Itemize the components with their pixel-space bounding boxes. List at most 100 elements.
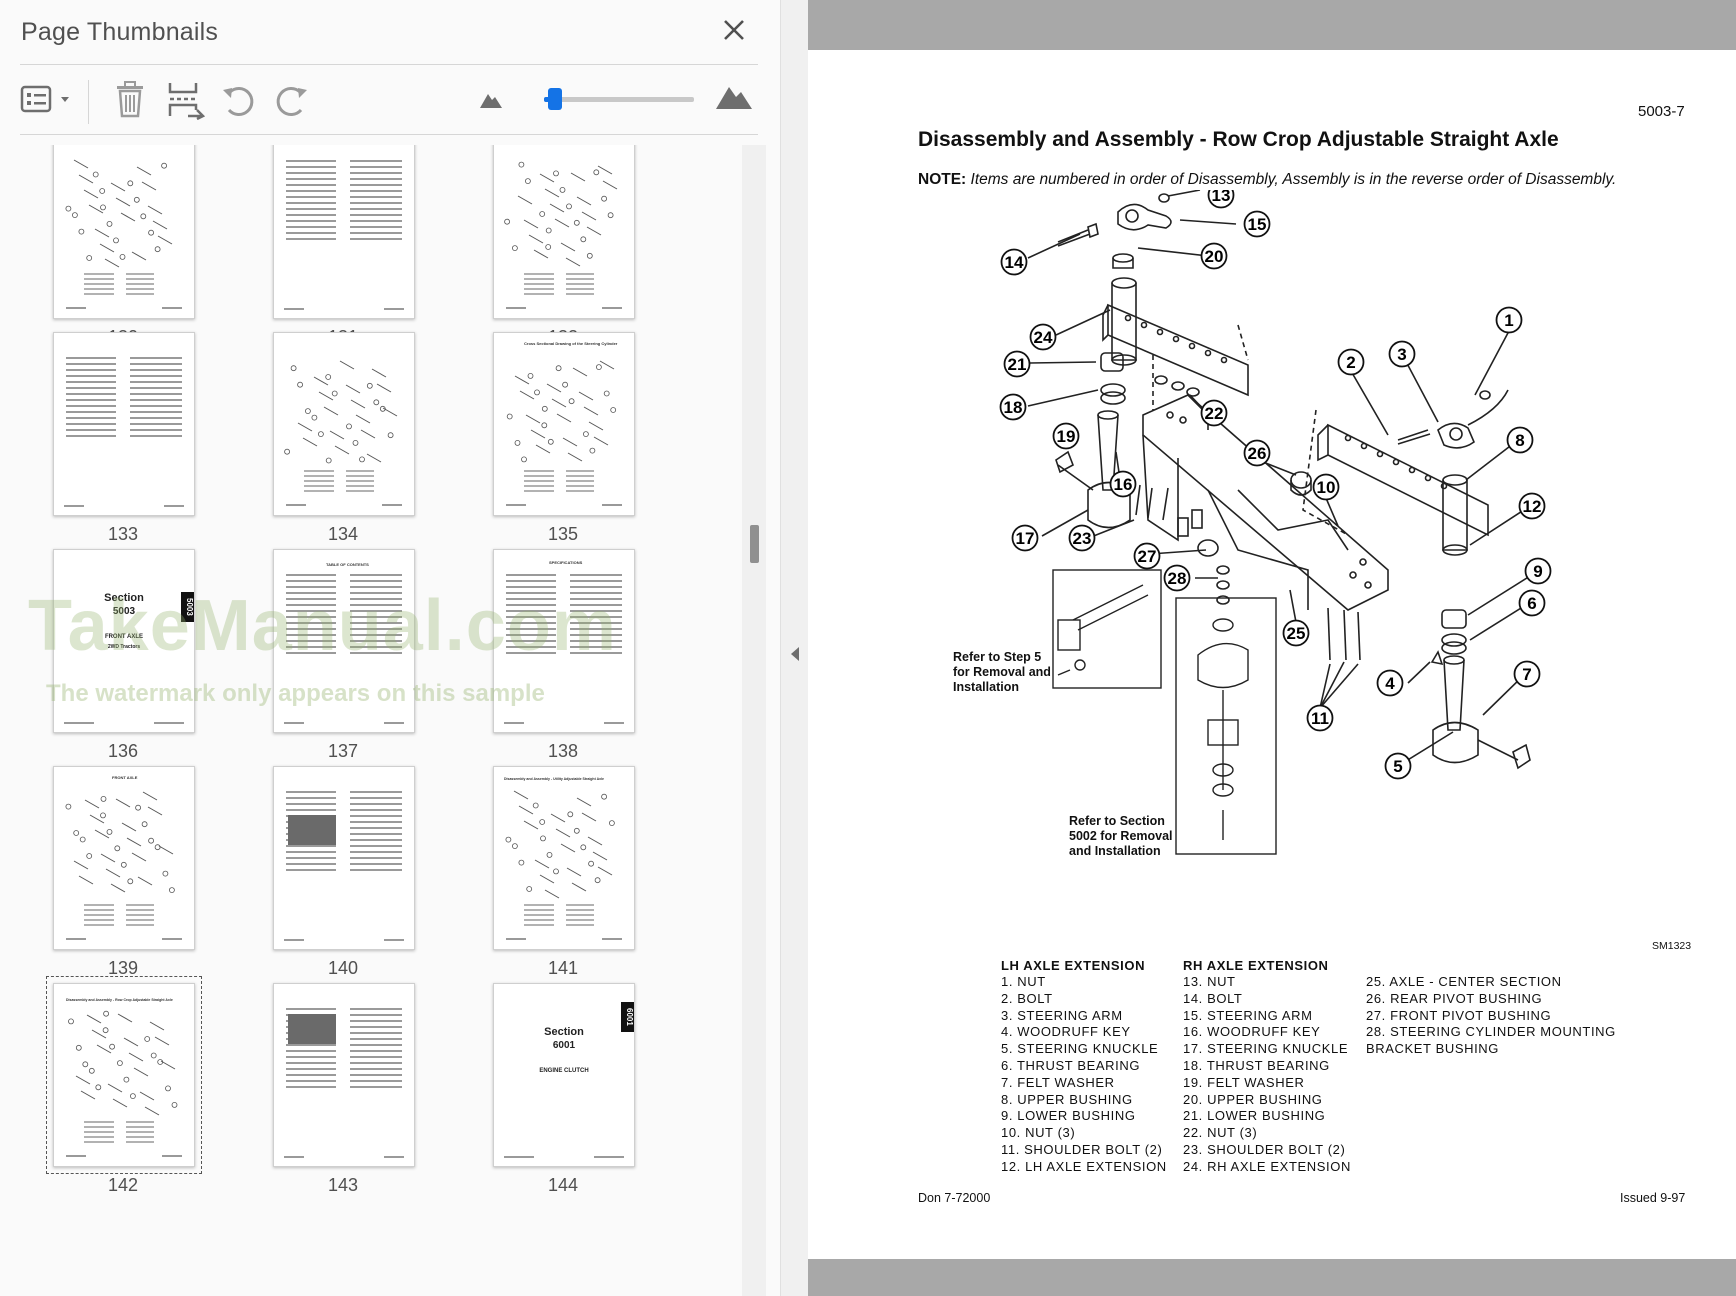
- parts-list-item: 16. WOODRUFF KEY: [1183, 1024, 1321, 1040]
- thumbnail-text-line: [350, 1038, 402, 1040]
- rotate-clockwise-button[interactable]: [272, 82, 310, 125]
- thumbnail-text-line: [570, 598, 622, 600]
- callout-20: 20: [1200, 242, 1228, 270]
- thumbnail-text-line: [350, 238, 402, 240]
- panel-divider[interactable]: [780, 0, 809, 1296]
- thumbnail-text-line: [286, 646, 336, 648]
- refer-step-5-note: Refer to Step 5 for Removal and Installa…: [953, 650, 1051, 695]
- thumbnail-text-line: [350, 628, 402, 630]
- thumbnail-text-line: [66, 429, 116, 431]
- callout-number: 24: [1034, 328, 1053, 347]
- callout-circle: [1052, 422, 1080, 450]
- rotate-counterclockwise-button[interactable]: [220, 82, 258, 125]
- refer-section-line-1: Refer to Section: [1069, 814, 1165, 828]
- parts-list-item: 20. UPPER BUSHING: [1183, 1091, 1323, 1107]
- thumbnail-text-line: [66, 435, 116, 437]
- thumbnail-text-line: [286, 196, 336, 198]
- thumbnail-text-line: [570, 634, 622, 636]
- thumbnail-text-line: [350, 610, 402, 612]
- thumbnail-text-line: [350, 646, 402, 648]
- thumbnail-text-line: [350, 1026, 402, 1028]
- thumbnail-text-line: [350, 845, 402, 847]
- thumbnail-text-line: [506, 574, 556, 576]
- close-panel-button[interactable]: [718, 14, 750, 46]
- collapse-panel-button[interactable]: [788, 645, 802, 663]
- callout-4: 4: [1376, 669, 1404, 697]
- thumbnail-section-subtitle-2: 2WD Tractors: [107, 644, 141, 650]
- callout-number: 25: [1287, 624, 1306, 643]
- page-thumbnail[interactable]: [273, 766, 415, 950]
- thumbnail-text-line: [286, 628, 336, 630]
- thumbnail-size-slider[interactable]: [544, 88, 694, 110]
- thumbnail-text-line: [286, 869, 336, 871]
- thumbnail-text-line: [350, 640, 402, 642]
- thumbnail-page-content: Cross Sectional Drawing of the Steering …: [494, 333, 634, 515]
- callout-9: 9: [1524, 557, 1552, 585]
- page-thumbnail[interactable]: [273, 145, 415, 319]
- thumbnail-page-content: [494, 145, 634, 318]
- thumbnail-options-button[interactable]: [20, 84, 76, 121]
- thumbnail-text-line: [286, 598, 336, 600]
- parts-list-item: 1. NUT: [1001, 974, 1046, 989]
- callout-21: 21: [1003, 350, 1031, 378]
- thumbnail-heading: FRONT AXLE: [112, 775, 138, 780]
- thumbnail-heading: SPECIFICATIONS: [549, 560, 583, 565]
- parts-list-item: 9. LOWER BUSHING: [1001, 1108, 1136, 1124]
- page-thumbnail[interactable]: SPECIFICATIONS: [493, 549, 635, 733]
- callout-13: 13: [1207, 190, 1235, 209]
- callout-circle: [1003, 350, 1031, 378]
- thumbnail-text-line: [350, 598, 402, 600]
- thumbnail-text-line: [286, 1008, 336, 1010]
- page-thumbnail[interactable]: Disassembly and Assembly - Utility Adjus…: [493, 766, 635, 950]
- page-thumbnail[interactable]: [273, 332, 415, 516]
- thumbnail-text-line: [506, 616, 556, 618]
- thumbnail-text-line: [350, 586, 402, 588]
- thumbnail-text-line: [350, 797, 402, 799]
- thumbnail-text-line: [130, 387, 182, 389]
- insert-pages-icon: [168, 83, 206, 121]
- page-gap-top: [808, 0, 1736, 50]
- callout-28: 28: [1163, 564, 1191, 592]
- thumbnail-text-line: [594, 1156, 624, 1158]
- delete-pages-button[interactable]: [113, 80, 147, 125]
- callout-11: 11: [1306, 704, 1334, 732]
- zoom-out-thumbnails-button[interactable]: [478, 88, 504, 115]
- insert-pages-button[interactable]: [166, 80, 206, 125]
- page-thumbnail[interactable]: FRONT AXLE: [53, 766, 195, 950]
- thumbnail-text-line: [130, 423, 182, 425]
- page-thumbnail[interactable]: Disassembly and Assembly - Row Crop Adju…: [46, 976, 202, 1174]
- thumbnail-text-line: [570, 616, 622, 618]
- page-thumbnail[interactable]: [273, 983, 415, 1167]
- zoom-in-thumbnails-button[interactable]: [714, 82, 754, 117]
- scrollbar-thumb[interactable]: [750, 525, 759, 563]
- callout-1: 1: [1495, 306, 1523, 334]
- callout-circle: [1384, 752, 1412, 780]
- thumbnail-text-line: [350, 196, 402, 198]
- slider-handle[interactable]: [547, 88, 562, 110]
- thumbnail-text-line: [286, 238, 336, 240]
- thumbnail-text-line: [66, 363, 116, 365]
- page-thumbnail[interactable]: TABLE OF CONTENTS: [273, 549, 415, 733]
- callout-number: 8: [1515, 431, 1524, 450]
- thumbnail-text-line: [350, 1032, 402, 1034]
- thumbnail-scrollbar[interactable]: [742, 145, 766, 1296]
- page-thumbnail[interactable]: [53, 332, 195, 516]
- thumbnail-text-line: [506, 592, 556, 594]
- thumbnail-section-subtitle: FRONT AXLE: [104, 634, 144, 640]
- refer-section-note: Refer to Section 5002 for Removal and In…: [1069, 814, 1173, 859]
- footer-left: Don 7-72000: [918, 1191, 991, 1205]
- parts-list-item: 8. UPPER BUSHING: [1001, 1091, 1133, 1107]
- callout-12: 12: [1518, 492, 1546, 520]
- parts-list-item: 26. REAR PIVOT BUSHING: [1366, 990, 1543, 1006]
- page-thumbnail[interactable]: [53, 145, 195, 319]
- page-thumbnail[interactable]: [493, 145, 635, 319]
- header-separator: [20, 64, 758, 65]
- page-thumbnail[interactable]: Cross Sectional Drawing of the Steering …: [493, 332, 635, 516]
- thumbnail-page-content: [274, 984, 414, 1166]
- thumbnail-text-line: [350, 815, 402, 817]
- thumbnail-text-line: [350, 1086, 402, 1088]
